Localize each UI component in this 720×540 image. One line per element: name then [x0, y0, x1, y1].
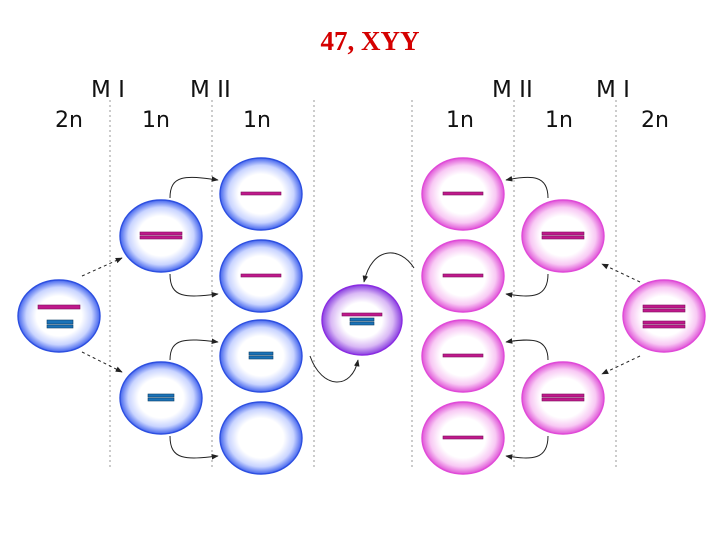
chromosomes: [37, 191, 686, 440]
y-chromosome-bar: [248, 355, 274, 360]
ploidy-label-right-gametes: 1n: [446, 108, 474, 133]
y-chromosome-bar: [349, 321, 375, 326]
y-chromosome-bar: [46, 324, 74, 329]
curved-arrow-icon: [169, 273, 219, 298]
curved-arrow-icon: [169, 176, 219, 199]
x-chromosome-bar: [240, 273, 282, 278]
curved-arrow-icon: [169, 435, 219, 460]
y-chromosome-bar: [248, 351, 274, 356]
curved-arrow-icon: [505, 435, 549, 460]
dotted-separators: [109, 100, 617, 470]
stage-label-left-mi: M I: [91, 77, 125, 103]
y-chromosome-bar: [349, 317, 375, 322]
x-chromosome-bar: [442, 435, 484, 440]
x-chromosome-bar: [642, 320, 686, 325]
curved-arrow-icon: [601, 263, 641, 283]
y-chromosome-bar: [147, 397, 175, 402]
curved-arrow-icon: [81, 257, 123, 277]
ploidy-label-right-parent: 2n: [641, 108, 669, 133]
ploidy-label-left-meiosis1: 1n: [142, 108, 170, 133]
x-chromosome-bar: [37, 304, 81, 310]
x-chromosome-bar: [442, 273, 484, 278]
male-cells: [17, 157, 303, 475]
x-chromosome-bar: [541, 397, 585, 402]
ploidy-label-left-parent: 2n: [55, 108, 83, 133]
x-chromosome-bar: [642, 304, 686, 309]
x-chromosome-bar: [541, 235, 585, 240]
x-chromosome-bar: [139, 231, 183, 236]
female-parent-cell: [622, 279, 706, 353]
stage-label-right-mi: M I: [596, 77, 630, 103]
curved-arrow-icon: [505, 273, 549, 298]
y-chromosome-bar: [46, 319, 74, 325]
x-chromosome-bar: [541, 231, 585, 236]
x-chromosome-bar: [139, 235, 183, 240]
x-chromosome-bar: [442, 191, 484, 196]
x-chromosome-bar: [642, 308, 686, 313]
curved-arrow-icon: [81, 351, 123, 373]
male-parent-cell: [17, 279, 101, 353]
curved-arrow-icon: [505, 176, 549, 199]
curved-arrow-icon: [169, 338, 219, 361]
x-chromosome-bar: [341, 312, 383, 317]
x-chromosome-bar: [541, 393, 585, 398]
ploidy-label-right-meiosis1: 1n: [545, 108, 573, 133]
arrows: [81, 176, 641, 460]
x-chromosome-bar: [442, 353, 484, 358]
curved-arrow-icon: [505, 338, 549, 361]
curved-arrow-icon: [362, 252, 415, 283]
x-chromosome-bar: [240, 191, 282, 196]
stage-label-right-mii: M II: [492, 77, 533, 103]
female-cells: [421, 157, 706, 475]
male-gamete-cell-4-empty: [219, 401, 303, 475]
curved-arrow-icon: [309, 355, 360, 383]
curved-arrow-icon: [601, 355, 641, 375]
page-title: 47, XYY: [320, 26, 420, 56]
stage-label-left-mii: M II: [190, 77, 231, 103]
x-chromosome-bar: [642, 324, 686, 329]
ploidy-label-left-gametes: 1n: [243, 108, 271, 133]
y-chromosome-bar: [147, 393, 175, 398]
